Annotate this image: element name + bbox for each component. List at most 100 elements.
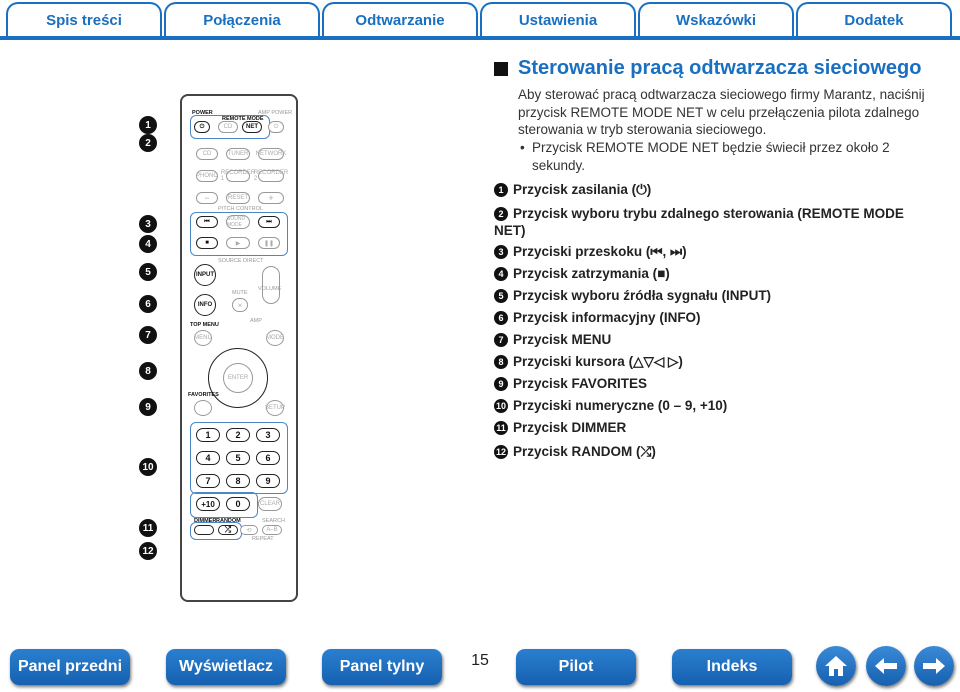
- top-menu-label: TOP MENU: [190, 322, 219, 328]
- item-number-badge: 10: [494, 399, 508, 413]
- remote-mode-label: REMOTE MODE: [222, 116, 264, 122]
- item-number-badge: 9: [494, 377, 508, 391]
- tab-settings[interactable]: Ustawienia: [480, 2, 636, 36]
- highlight-group-transport: [190, 212, 288, 256]
- search-label: SEARCH: [262, 518, 285, 524]
- repeat-button[interactable]: ⟲: [240, 525, 258, 535]
- tab-appendix[interactable]: Dodatek: [796, 2, 952, 36]
- mode-button[interactable]: MODE: [266, 330, 284, 346]
- input-button[interactable]: INPUT: [194, 264, 216, 286]
- pitch-plus-button[interactable]: +: [258, 192, 284, 204]
- list-item: 8 Przyciski kursora (△▽◁ ▷): [494, 353, 683, 370]
- number-5-button[interactable]: 5: [226, 451, 250, 465]
- item-number-badge: 4: [494, 267, 508, 281]
- clear-button[interactable]: CLEAR: [258, 497, 282, 511]
- net-button[interactable]: NET: [242, 121, 262, 133]
- menu-button[interactable]: MENU: [194, 330, 212, 346]
- number-3-button[interactable]: 3: [256, 428, 280, 442]
- number-4-button[interactable]: 4: [196, 451, 220, 465]
- favorites-button[interactable]: [194, 400, 212, 416]
- item-number-badge: 8: [494, 355, 508, 369]
- volume-rocker[interactable]: [262, 266, 280, 304]
- item-number-badge: 6: [494, 311, 508, 325]
- setup-button[interactable]: SETUP: [265, 400, 285, 416]
- item-number-badge: 5: [494, 289, 508, 303]
- panel-front-button[interactable]: Panel przedni: [10, 649, 130, 685]
- pause-button[interactable]: ❚❚: [258, 237, 280, 249]
- tab-tips[interactable]: Wskazówki: [638, 2, 794, 36]
- random-button[interactable]: ⤮: [218, 525, 238, 535]
- callout-badge: 5: [139, 263, 157, 281]
- callout-badge: 1: [139, 116, 157, 134]
- callout-badge: 4: [139, 235, 157, 253]
- stop-button[interactable]: ■: [196, 237, 218, 249]
- recorder2-button[interactable]: RECORDER 2: [253, 170, 289, 182]
- home-button[interactable]: [816, 646, 856, 686]
- dimmer-button[interactable]: [194, 525, 214, 535]
- number-6-button[interactable]: 6: [256, 451, 280, 465]
- tuner-button[interactable]: TUNER: [226, 148, 250, 160]
- item-text: Przycisk MENU: [513, 332, 612, 347]
- favorites-label: FAVORITES: [188, 392, 219, 398]
- recorder1-button[interactable]: RECORDER 1: [220, 170, 256, 182]
- item-text: Przyciski kursora (△▽◁ ▷): [513, 354, 683, 369]
- pitch-minus-button[interactable]: −: [196, 192, 218, 204]
- remote-control-illustration: POWER REMOTE MODE AMP POWER ⏻ CD NET ⏻ C…: [180, 94, 298, 602]
- callout-badge: 6: [139, 295, 157, 313]
- number-8-button[interactable]: 8: [226, 474, 250, 488]
- reset-button[interactable]: RESET: [226, 192, 250, 204]
- enter-button[interactable]: ENTER: [223, 363, 253, 393]
- number-2-button[interactable]: 2: [226, 428, 250, 442]
- tab-contents[interactable]: Spis treści: [6, 2, 162, 36]
- sound-mode-button[interactable]: SOUND MODE: [226, 215, 250, 229]
- callout-badge: 2: [139, 134, 157, 152]
- home-icon: [825, 656, 847, 676]
- back-button[interactable]: [866, 646, 906, 686]
- power-label: POWER: [192, 110, 213, 116]
- number-0-button[interactable]: 0: [226, 497, 250, 511]
- remote-button[interactable]: Pilot: [516, 649, 636, 685]
- highlight-group-numeric-bottom: [190, 492, 258, 518]
- number-7-button[interactable]: 7: [196, 474, 220, 488]
- bullet-dot-icon: •: [520, 140, 525, 155]
- section-title-text: Sterowanie pracą odtwarzacza sieciowego: [518, 57, 922, 79]
- amp-power-button[interactable]: ⏻: [268, 121, 284, 133]
- play-button[interactable]: ▶: [226, 237, 250, 249]
- plus-ten-button[interactable]: +10: [196, 497, 220, 511]
- tab-playback[interactable]: Odtwarzanie: [322, 2, 478, 36]
- section-title: Sterowanie pracą odtwarzacza sieciowego: [494, 57, 921, 80]
- item-number-badge: 3: [494, 245, 508, 259]
- skip-forward-button[interactable]: ⏭: [258, 216, 280, 228]
- cd-button[interactable]: CD: [218, 121, 238, 133]
- ab-button[interactable]: A–B: [262, 525, 282, 535]
- power-button[interactable]: ⏻: [194, 121, 210, 133]
- mute-label: MUTE: [232, 290, 248, 296]
- arrow-right-icon: [923, 658, 945, 674]
- callout-badge: 3: [139, 215, 157, 233]
- callout-badge: 8: [139, 362, 157, 380]
- arrow-left-icon: [875, 658, 897, 674]
- number-1-button[interactable]: 1: [196, 428, 220, 442]
- mute-button[interactable]: ⨯: [232, 298, 248, 312]
- callout-badge: 9: [139, 398, 157, 416]
- info-button[interactable]: INFO: [194, 294, 216, 316]
- tab-connections[interactable]: Połączenia: [164, 2, 320, 36]
- display-button[interactable]: Wyświetlacz: [166, 649, 286, 685]
- panel-back-button[interactable]: Panel tylny: [322, 649, 442, 685]
- index-button[interactable]: Indeks: [672, 649, 792, 685]
- number-9-button[interactable]: 9: [256, 474, 280, 488]
- forward-button[interactable]: [914, 646, 954, 686]
- item-number-badge: 2: [494, 207, 508, 221]
- intro-paragraph: Aby sterować pracą odtwarzacza siecioweg…: [518, 87, 925, 137]
- item-number-badge: 12: [494, 445, 508, 459]
- phono-button[interactable]: PHONO: [196, 170, 218, 182]
- network-button[interactable]: NETWORK: [256, 148, 286, 160]
- cd-source-button[interactable]: CD: [196, 148, 218, 160]
- skip-back-button[interactable]: ⏮: [196, 216, 218, 228]
